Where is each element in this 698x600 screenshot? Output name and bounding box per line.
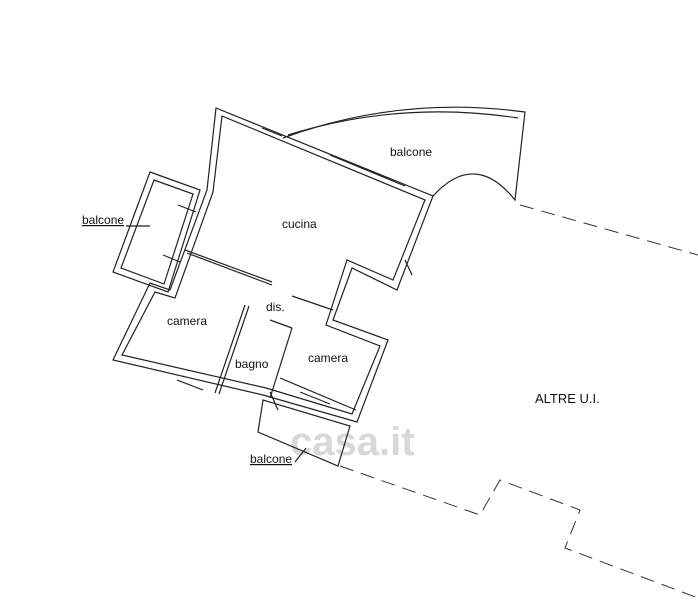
label-camera-left: camera: [167, 314, 207, 328]
inner-wall: [121, 115, 426, 415]
bottom-balcony: [257, 399, 351, 467]
other-units-boundary: [339, 204, 698, 599]
top-balcony: [282, 106, 526, 202]
label-camera-right: camera: [308, 351, 348, 365]
wall-cucina-camera: [184, 249, 273, 283]
label-balcone-bottom: balcone: [250, 452, 292, 466]
top-balcony-inner: [287, 111, 519, 136]
wall-bagno-left-2: [218, 305, 250, 395]
label-other-units: ALTRE U.I.: [535, 391, 600, 406]
outer-wall: [112, 107, 434, 423]
wall-cucina-camera-2: [186, 252, 273, 286]
left-balcony-inner: [120, 179, 194, 285]
label-balcone-top: balcone: [390, 145, 432, 159]
label-balcone-left: balcone: [82, 213, 124, 227]
wall-dis-right: [291, 295, 334, 311]
left-balcony: [112, 171, 201, 293]
windows: [162, 127, 413, 411]
wall-camera-bottom: [279, 377, 357, 411]
wall-bagno-right: [269, 327, 293, 399]
wall-bagno-top: [269, 319, 293, 329]
leader-line-bottom: [294, 447, 307, 463]
wall-bagno-left: [214, 304, 246, 394]
label-dis: dis.: [266, 300, 285, 314]
label-cucina: cucina: [282, 217, 317, 231]
label-bagno: bagno: [235, 357, 269, 371]
watermark: casa.it: [290, 420, 415, 464]
